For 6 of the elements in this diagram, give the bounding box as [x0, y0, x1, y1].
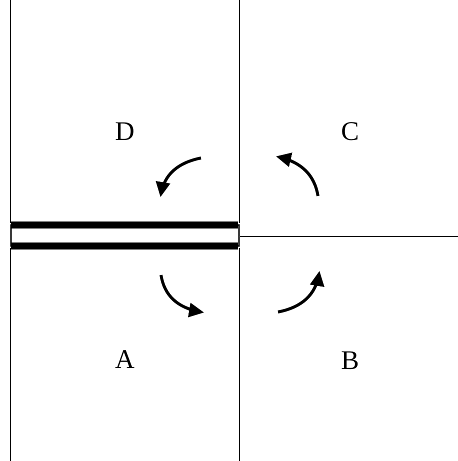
region-letter: A — [115, 346, 134, 373]
region-letter: C — [341, 118, 360, 145]
quadrant-region — [10, 0, 240, 223]
region-letter: D — [115, 118, 134, 145]
region-letter: B — [341, 347, 360, 374]
quadrant-region — [10, 248, 240, 461]
